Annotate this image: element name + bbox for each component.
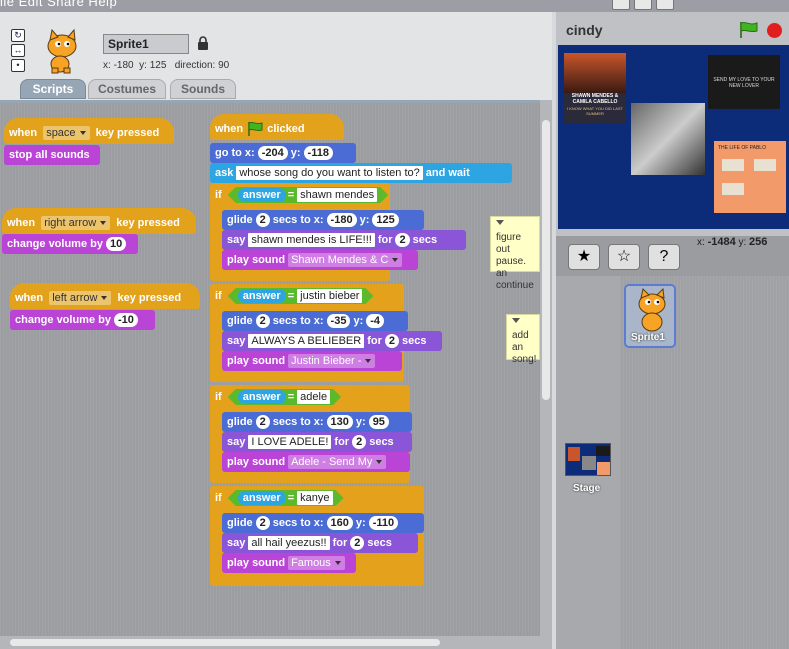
poster-shawn-camila: SHAWN MENDES & CAMILA CABELLO I KNOW WHA… bbox=[564, 53, 626, 123]
stop-icon[interactable] bbox=[767, 23, 782, 38]
sprite-cat-icon bbox=[47, 28, 77, 74]
sprite-thumbnail-label: Sprite1 bbox=[631, 332, 665, 343]
stage-size-normal-button[interactable] bbox=[634, 0, 652, 10]
rotate-all-around-icon[interactable]: ↻ bbox=[11, 29, 25, 42]
volume-input[interactable]: -10 bbox=[113, 313, 138, 327]
lock-icon[interactable] bbox=[197, 36, 209, 50]
paint-new-sprite-button[interactable]: ★ bbox=[568, 244, 600, 270]
sound-dropdown[interactable]: Justin Bieber - bbox=[288, 354, 376, 368]
mouse-coordinates: x: -1484 y: 256 bbox=[697, 236, 768, 248]
stop-all-sounds-block[interactable]: stop all sounds bbox=[4, 145, 100, 165]
equals-operator[interactable]: answer=adele bbox=[228, 389, 341, 405]
sprite-thumbnail[interactable] bbox=[624, 284, 676, 348]
when-key-pressed-hat[interactable]: when space key pressed bbox=[4, 118, 174, 144]
if-header[interactable]: if answer=shawn mendes bbox=[210, 185, 390, 205]
presentation-mode-button[interactable] bbox=[656, 0, 674, 10]
stage-canvas[interactable]: SHAWN MENDES & CAMILA CABELLO I KNOW WHA… bbox=[558, 45, 789, 229]
poster-justin-bieber bbox=[631, 103, 705, 175]
poster-text: THE LIFE OF PABLO bbox=[718, 145, 766, 151]
if-header[interactable]: if answer=kanye bbox=[210, 488, 368, 508]
key-dropdown[interactable]: left arrow bbox=[49, 291, 112, 305]
surprise-sprite-button[interactable]: ? bbox=[648, 244, 680, 270]
poster-adele: SEND MY LOVE TO YOUR NEW LOVER bbox=[708, 55, 780, 109]
menu-items[interactable]: ile Edit Share Help bbox=[0, 0, 118, 9]
question-input[interactable]: whose song do you want to listen to? bbox=[236, 166, 423, 180]
when-key-pressed-hat[interactable]: when left arrow key pressed bbox=[10, 283, 200, 309]
sound-dropdown[interactable]: Shawn Mendes & C bbox=[288, 253, 403, 267]
sprite-position-readout: x: -180 y: 125 direction: 90 bbox=[103, 60, 230, 71]
volume-input[interactable]: 10 bbox=[105, 237, 127, 251]
equals-operator[interactable]: answer=justin bieber bbox=[228, 288, 374, 304]
horizontal-scrollbar[interactable] bbox=[0, 636, 552, 649]
stage-thumbnail[interactable] bbox=[565, 443, 611, 476]
choose-sprite-from-file-button[interactable]: ☆ bbox=[608, 244, 640, 270]
sound-dropdown[interactable]: Famous bbox=[288, 556, 345, 570]
equals-operator[interactable]: answer=shawn mendes bbox=[228, 187, 388, 203]
no-rotate-icon[interactable]: • bbox=[11, 59, 25, 72]
poster-life-of-pablo: THE LIFE OF PABLO bbox=[714, 141, 786, 213]
tab-scripts[interactable]: Scripts bbox=[20, 79, 86, 99]
poster-text: SHAWN MENDES & CAMILA CABELLO bbox=[571, 93, 619, 105]
green-flag-icon[interactable] bbox=[738, 21, 758, 39]
stage-thumbnail-label: Stage bbox=[573, 483, 601, 494]
when-key-pressed-hat[interactable]: when right arrow key pressed bbox=[2, 208, 196, 234]
green-flag-icon bbox=[248, 122, 263, 137]
tab-costumes[interactable]: Costumes bbox=[88, 79, 166, 99]
menu-bar: ile Edit Share Help bbox=[0, 0, 789, 12]
poster-text: I KNOW WHAT YOU DID LAST SUMMER bbox=[566, 106, 623, 116]
x-input[interactable]: -204 bbox=[257, 146, 288, 160]
cat-icon bbox=[638, 288, 666, 332]
stage-size-small-button[interactable] bbox=[612, 0, 630, 10]
equals-operator[interactable]: answer=kanye bbox=[228, 490, 344, 506]
sprite-corral bbox=[620, 276, 789, 649]
tab-sounds[interactable]: Sounds bbox=[170, 79, 236, 99]
if-header[interactable]: if answer=adele bbox=[210, 387, 366, 407]
left-right-flip-icon[interactable]: ↔ bbox=[11, 44, 25, 57]
y-input[interactable]: -118 bbox=[303, 146, 333, 160]
change-volume-block[interactable]: change volume by-10 bbox=[10, 310, 155, 330]
when-flag-clicked-hat[interactable]: when clicked bbox=[210, 114, 344, 140]
sprite-name-field[interactable]: Sprite1 bbox=[103, 34, 189, 54]
if-header[interactable]: if answer=justin bieber bbox=[210, 286, 404, 306]
key-dropdown[interactable]: right arrow bbox=[41, 216, 111, 230]
project-title[interactable]: cindy bbox=[566, 22, 603, 38]
sound-dropdown[interactable]: Adele - Send My bbox=[288, 455, 387, 469]
key-dropdown[interactable]: space bbox=[43, 126, 90, 140]
poster-text: SEND MY LOVE TO YOUR NEW LOVER bbox=[713, 77, 775, 89]
vertical-scrollbar[interactable] bbox=[540, 100, 552, 649]
